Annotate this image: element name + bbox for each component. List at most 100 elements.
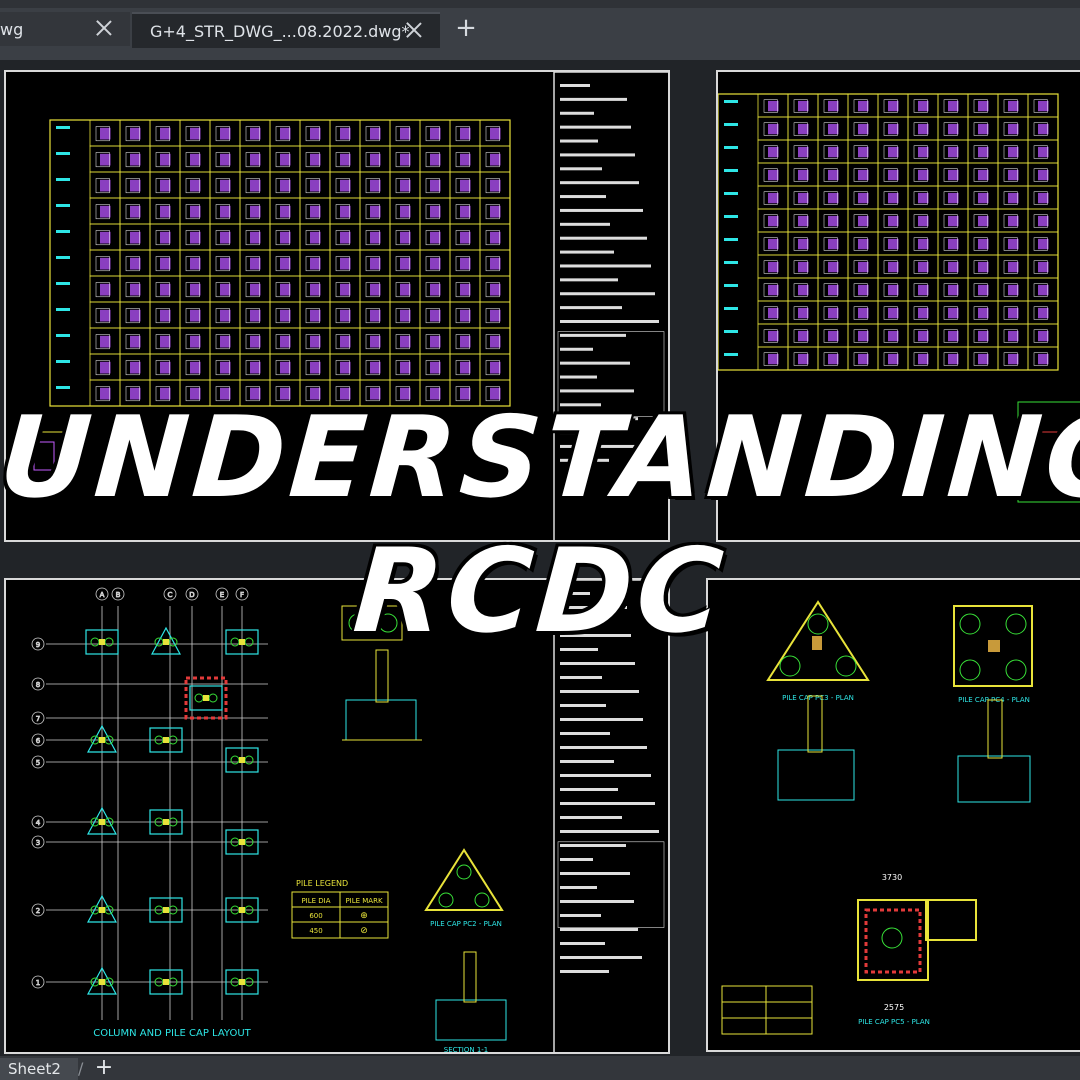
column-outline — [215, 126, 230, 142]
column-section-mark — [1008, 215, 1019, 227]
column-outline — [913, 329, 928, 343]
title-block-text — [560, 403, 601, 407]
sheet-tab-sheet2[interactable]: Sheet2 — [0, 1058, 78, 1080]
column-outline — [455, 386, 470, 402]
new-tab-button[interactable]: + — [455, 13, 477, 43]
column-section-mark — [768, 123, 779, 135]
column-section-mark — [430, 387, 441, 400]
column-section-mark — [768, 330, 779, 342]
tab-drawing-active[interactable]: G+4_STR_DWG_...08.2022.dwg* — [132, 12, 440, 48]
title-block-text — [560, 690, 639, 693]
column-section-mark — [400, 153, 411, 166]
column-section-mark — [918, 238, 929, 250]
column-section-mark — [918, 100, 929, 112]
column-mark — [239, 757, 245, 763]
column-outline — [853, 329, 868, 343]
column-outline — [763, 145, 778, 159]
grid-bubble — [111, 587, 125, 601]
column-outline — [185, 230, 200, 246]
column-section-mark — [310, 231, 321, 244]
legend-row-mark: ⊕ — [360, 911, 368, 921]
column-outline — [275, 360, 290, 376]
column-outline — [973, 99, 988, 113]
column-section-mark — [978, 100, 989, 112]
column-section-mark — [858, 307, 869, 319]
column-outline — [763, 122, 778, 136]
column-section-mark — [948, 192, 959, 204]
column-outline — [365, 126, 380, 142]
section-detail: PILE CAP PC2 - PLAN SECTION 1-1 — [341, 605, 507, 1052]
column-outline — [1003, 191, 1018, 205]
column-section-mark — [220, 205, 231, 218]
column-outline — [125, 152, 140, 168]
column-outline — [245, 178, 260, 194]
close-icon[interactable] — [404, 20, 424, 40]
column-section-mark — [490, 361, 501, 374]
column-outline — [973, 237, 988, 251]
title-block-text — [560, 634, 631, 637]
add-sheet-button[interactable]: + — [94, 1055, 114, 1080]
dimension-bottom: 2575 — [884, 1003, 904, 1012]
pile-cap-mark — [86, 966, 118, 995]
column-outline — [335, 178, 350, 194]
column-outline — [185, 308, 200, 324]
column-outline — [95, 256, 110, 272]
column-outline — [425, 308, 440, 324]
column-outline — [185, 204, 200, 220]
column-section-mark — [1038, 192, 1049, 204]
column-section-mark — [768, 238, 779, 250]
column-outline — [455, 204, 470, 220]
column-section-mark — [400, 205, 411, 218]
column-mark — [163, 979, 169, 985]
column-outline — [335, 152, 350, 168]
column-outline — [245, 386, 260, 402]
column-section-mark — [220, 153, 231, 166]
column-section-mark — [220, 361, 231, 374]
column-outline — [823, 168, 838, 182]
column-outline — [913, 306, 928, 320]
title-block-text — [560, 195, 606, 199]
column-section-mark — [100, 179, 111, 192]
column-outline — [275, 178, 290, 194]
column-outline — [395, 126, 410, 142]
column-section-mark — [100, 283, 111, 296]
column-section-mark — [948, 100, 959, 112]
column-section-mark — [1038, 261, 1049, 273]
column-section-mark — [100, 205, 111, 218]
column-outline — [883, 145, 898, 159]
column-section-mark — [978, 353, 989, 365]
column-section-mark — [370, 231, 381, 244]
column-section-mark — [250, 153, 261, 166]
column-outline — [973, 283, 988, 297]
grid-number: 1 — [36, 979, 40, 987]
tab-drawing-1[interactable]: wg — [0, 12, 130, 46]
grid-bubble — [31, 815, 45, 829]
column-section-mark — [310, 335, 321, 348]
column-outline — [305, 308, 320, 324]
column-outline — [913, 122, 928, 136]
column-outline — [335, 282, 350, 298]
column-outline — [305, 256, 320, 272]
column-outline — [95, 126, 110, 142]
pile-cap-mark — [86, 894, 118, 923]
column-section-mark — [340, 179, 351, 192]
column-section-mark — [460, 179, 471, 192]
column-section-mark — [828, 307, 839, 319]
column-outline — [365, 360, 380, 376]
column-outline — [365, 334, 380, 350]
title-block-text — [560, 153, 635, 157]
row-label-mark — [724, 284, 738, 287]
column-section-mark — [1038, 215, 1049, 227]
column-outline — [485, 204, 500, 220]
column-section-mark — [828, 284, 839, 296]
column-section-mark — [250, 257, 261, 270]
column-outline — [973, 122, 988, 136]
column-outline — [95, 282, 110, 298]
column-section-mark — [130, 309, 141, 322]
title-block-text — [560, 592, 590, 595]
column-outline — [95, 308, 110, 324]
close-icon[interactable] — [94, 18, 114, 38]
column-outline — [913, 99, 928, 113]
column-section-mark — [1008, 284, 1019, 296]
